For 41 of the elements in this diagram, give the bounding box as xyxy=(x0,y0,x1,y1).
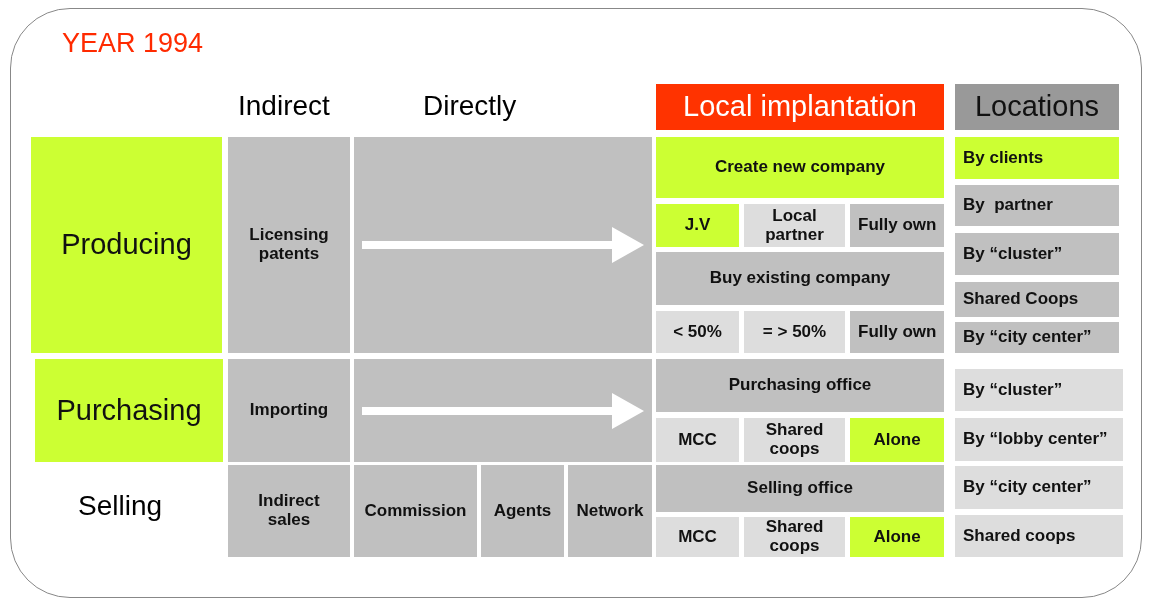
table-cell: Licensing patents xyxy=(228,137,350,353)
row-heading: Selling xyxy=(78,490,163,522)
table-cell: Agents xyxy=(481,465,564,557)
blank-box xyxy=(354,137,652,353)
table-cell: Indirect sales xyxy=(228,465,350,557)
table-cell: MCC xyxy=(656,517,739,557)
table-cell: Fully own xyxy=(850,311,944,353)
header-box: Locations xyxy=(955,84,1119,130)
table-cell: Create new company xyxy=(656,137,944,198)
row-heading-box: Producing xyxy=(31,137,222,353)
table-cell: By “cluster” xyxy=(955,233,1119,275)
header-box: Local implantation xyxy=(656,84,944,130)
table-cell: By “lobby center” xyxy=(955,418,1123,461)
table-cell: MCC xyxy=(656,418,739,462)
table-cell: Shared coops xyxy=(955,515,1123,557)
table-cell: Selling office xyxy=(656,465,944,512)
table-cell: Alone xyxy=(850,418,944,462)
table-cell: By “city center” xyxy=(955,466,1123,509)
table-cell: Buy existing company xyxy=(656,252,944,305)
row-heading-box: Purchasing xyxy=(35,359,223,462)
blank-box xyxy=(354,359,652,462)
table-cell: Shared Coops xyxy=(955,282,1119,317)
table-cell: By partner xyxy=(955,185,1119,226)
table-cell: Shared coops xyxy=(744,517,845,557)
table-cell: Fully own xyxy=(850,204,944,247)
table-cell: < 50% xyxy=(656,311,739,353)
table-cell: J.V xyxy=(656,204,739,247)
table-cell: Alone xyxy=(850,517,944,557)
table-cell: Local partner xyxy=(744,204,845,247)
table-cell: By clients xyxy=(955,137,1119,179)
table-cell: Network xyxy=(568,465,652,557)
column-heading: Directly xyxy=(423,90,517,122)
table-cell: By “cluster” xyxy=(955,369,1123,411)
table-cell: Shared coops xyxy=(744,418,845,462)
title: YEAR 1994 xyxy=(62,28,204,59)
table-cell: Commission xyxy=(354,465,477,557)
table-cell: = > 50% xyxy=(744,311,845,353)
table-cell: Purchasing office xyxy=(656,359,944,412)
table-cell: By “city center” xyxy=(955,322,1119,353)
table-cell: Importing xyxy=(228,359,350,462)
column-heading: Indirect xyxy=(238,90,330,122)
